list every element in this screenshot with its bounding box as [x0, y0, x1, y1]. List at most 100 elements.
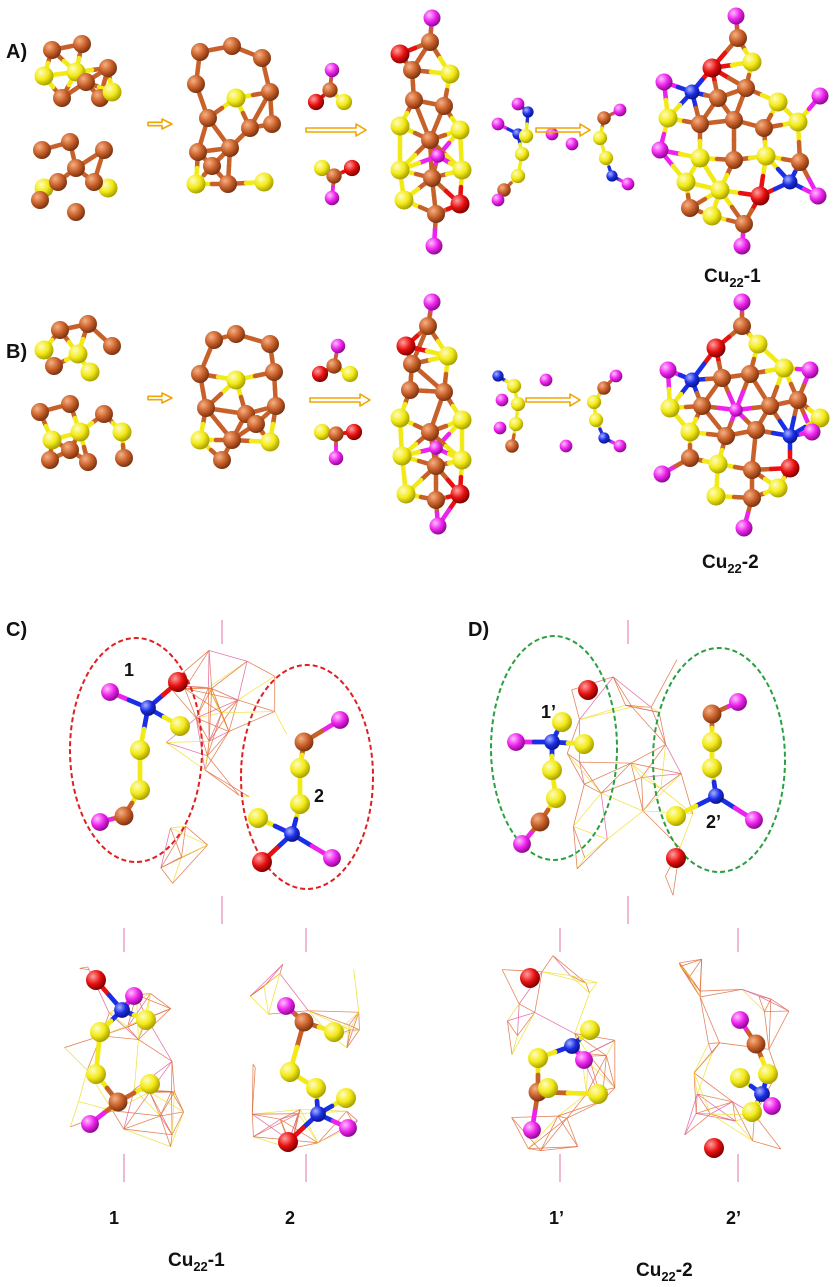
cu-atom [203, 157, 221, 175]
wire-bond [641, 777, 662, 789]
cu-atom [223, 37, 241, 55]
wire-bond [228, 699, 239, 732]
caption-cu22-2-bottom: Cu22-2 [636, 1260, 693, 1284]
wire-bond [170, 1111, 185, 1147]
cu-atom [267, 397, 285, 415]
ligand-bottom-b [313, 423, 363, 466]
cu-atom [61, 441, 79, 459]
wire-bond [237, 699, 275, 712]
s-atom [774, 358, 794, 378]
wire-bond [696, 1101, 733, 1114]
cu-atom [33, 141, 51, 159]
cu-atom [79, 315, 97, 333]
marker-2: 2 [314, 786, 324, 806]
wire-bond [195, 717, 206, 771]
n-atom [492, 370, 504, 382]
o-atom [343, 159, 361, 177]
wireframe-d-bottom-1 [501, 928, 616, 1182]
wire-bond [572, 826, 578, 869]
wire-bond [181, 826, 187, 857]
wire-bond [249, 995, 269, 1015]
wire-bond [297, 1113, 319, 1144]
o-atom [450, 194, 470, 214]
wire-bond [507, 1003, 520, 1022]
s-atom [676, 172, 696, 192]
n-atom [564, 1038, 580, 1054]
wire-bond [308, 1010, 359, 1013]
cu-atom [265, 363, 283, 381]
wire-bond [511, 1012, 536, 1055]
wire-bond [207, 741, 210, 756]
wire-bond [732, 1101, 736, 1122]
s-atom [394, 190, 414, 210]
wire-bond [557, 1115, 568, 1119]
reaction-arrow [535, 123, 591, 137]
caption-cu22-1-row-a: Cu22-1 [704, 266, 761, 290]
s-atom [586, 394, 602, 410]
cu-atom [95, 405, 113, 423]
wire-bond [263, 964, 284, 987]
p-atom [429, 441, 443, 455]
s-atom [658, 108, 678, 128]
wire-bond [584, 838, 608, 858]
wire-bond [710, 1113, 753, 1142]
cu-atom [61, 395, 79, 413]
cu-atom [73, 35, 91, 53]
cu-atom [49, 173, 67, 191]
p-atom [609, 369, 623, 383]
wire-bond [680, 958, 702, 967]
wire-bond [253, 1113, 299, 1138]
wire-bond [631, 706, 660, 713]
s-atom [341, 365, 359, 383]
s-atom [226, 88, 246, 108]
s-atom [546, 788, 566, 808]
cu-atom [241, 119, 259, 137]
wire-bond [601, 777, 642, 794]
cu-atom [247, 415, 265, 433]
wire-bond [349, 1012, 360, 1031]
o-atom [311, 365, 329, 383]
marker-1: 1 [124, 660, 134, 680]
wire-bond [630, 762, 682, 775]
s-atom [390, 160, 410, 180]
o-atom [345, 423, 363, 441]
p-atom [511, 97, 525, 111]
cu-atom [322, 82, 338, 98]
wire-bond [684, 1113, 697, 1136]
wire-bond [641, 773, 682, 778]
wire-bond [587, 1053, 607, 1057]
s-atom [42, 430, 62, 450]
wire-bond [566, 1093, 587, 1119]
p-atom [809, 187, 827, 205]
p-atom [575, 1051, 593, 1069]
wire-bond [167, 684, 197, 719]
wire-bond [252, 1109, 301, 1115]
p-atom [423, 9, 441, 27]
bottom-structure-1 [81, 970, 160, 1133]
s-atom [742, 52, 762, 72]
wire-bond [735, 1120, 753, 1142]
cu-atom [427, 457, 445, 475]
wire-bond [211, 688, 239, 701]
wire-bond [204, 769, 240, 796]
wire-bond [149, 1091, 184, 1113]
cu-atom [67, 203, 85, 221]
wire-bond [252, 1113, 281, 1120]
s-atom [34, 66, 54, 86]
s-atom [290, 794, 310, 814]
wire-bond [64, 1047, 88, 1071]
cu-atom [205, 331, 223, 349]
wire-bond [693, 1043, 709, 1074]
wire-bond [630, 762, 642, 778]
wire-bond [211, 660, 248, 689]
wire-bond [689, 976, 701, 998]
wire-bond [160, 1111, 184, 1117]
s-atom [710, 180, 730, 200]
wire-bond [566, 753, 602, 794]
wire-bond [238, 794, 250, 798]
cu-atom [421, 131, 439, 149]
wire-bond [699, 959, 703, 997]
wire-bond [196, 699, 239, 719]
p-atom [731, 1011, 749, 1029]
p-atom [491, 193, 505, 207]
